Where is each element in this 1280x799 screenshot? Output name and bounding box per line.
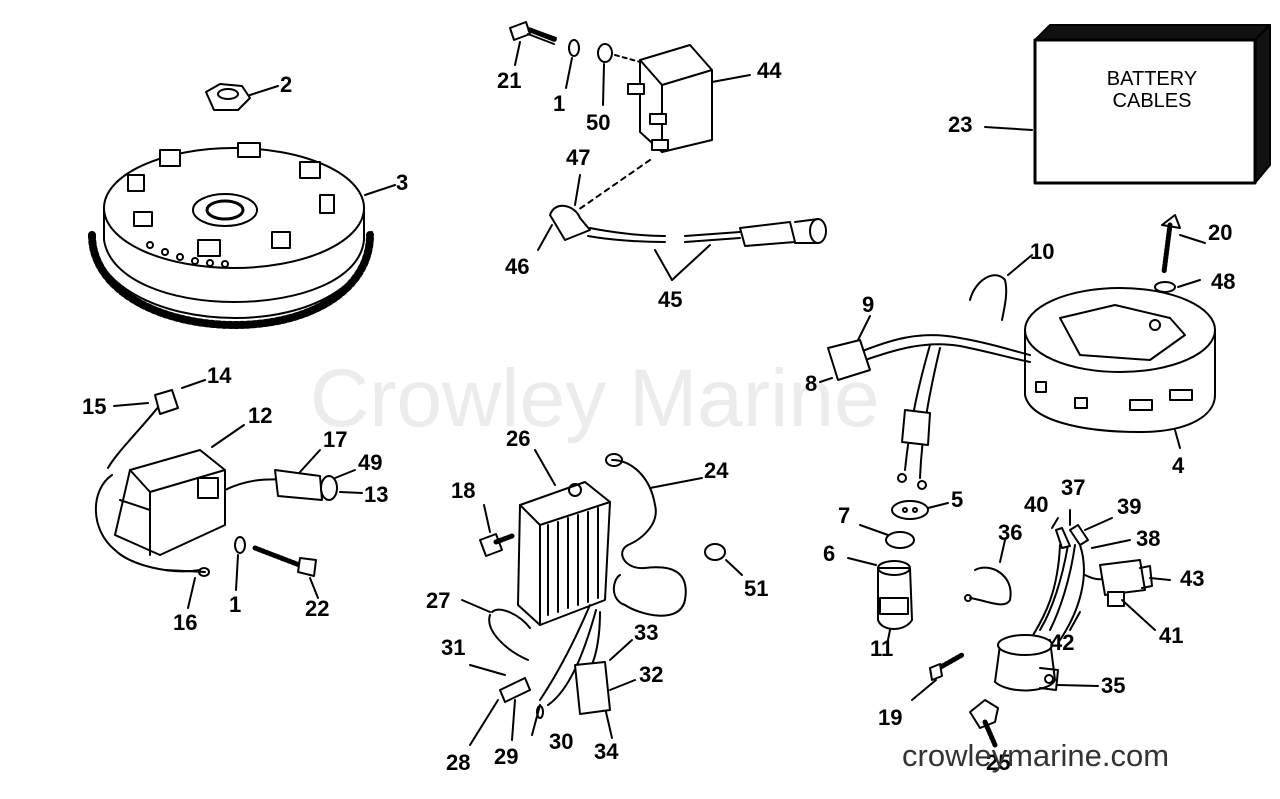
callout-35: 35 <box>1101 673 1126 698</box>
callout-44: 44 <box>757 58 782 83</box>
callout-29: 29 <box>494 744 519 769</box>
callout-36: 36 <box>998 520 1023 545</box>
callout-17: 17 <box>323 427 348 452</box>
screw-22-part <box>252 545 319 599</box>
callout-23: 23 <box>948 112 973 137</box>
watermark-text: Crowley Marine <box>310 353 880 444</box>
callout-22: 22 <box>305 596 330 621</box>
callout-46: 46 <box>505 254 530 279</box>
callout-16: 16 <box>173 610 198 635</box>
callout-2: 2 <box>280 72 293 97</box>
callout-12: 12 <box>248 403 273 428</box>
callout-31: 31 <box>441 635 466 660</box>
lock-washer-1-part <box>565 39 580 89</box>
ignition-coil-part <box>627 44 751 153</box>
callout-21: 21 <box>497 68 522 93</box>
callout-48: 48 <box>1211 269 1236 294</box>
screw-21-part <box>509 21 559 66</box>
o-ring-7-part <box>859 524 915 549</box>
callout-11: 11 <box>870 636 894 661</box>
battery-label-line2: CABLES <box>1112 90 1192 112</box>
site-watermark: crowleymarine.com <box>902 738 1170 773</box>
callout-39: 39 <box>1117 494 1142 519</box>
callout-4: 4 <box>1172 453 1185 478</box>
callout-20: 20 <box>1208 220 1233 245</box>
clip-10-part <box>969 254 1033 321</box>
battery-label-line1: BATTERY <box>1106 68 1198 90</box>
callout-7: 7 <box>838 503 851 528</box>
washer-50-part <box>597 43 641 106</box>
callout-43: 43 <box>1180 566 1205 591</box>
flywheel-part <box>88 142 396 329</box>
callout-25: 25 <box>986 750 1011 775</box>
strap-27-part <box>461 599 531 661</box>
screw-25-part <box>969 699 999 748</box>
rectifier-part <box>469 449 636 746</box>
callout-6: 6 <box>823 541 836 566</box>
stator-part <box>1024 287 1216 449</box>
strap-36-part <box>964 539 1012 606</box>
ground-wire-24-part <box>605 453 703 617</box>
callout-19: 19 <box>878 705 903 730</box>
callout-5: 5 <box>951 487 964 512</box>
callout-15: 15 <box>82 394 107 419</box>
callout-51: 51 <box>744 576 769 601</box>
solenoid-harness-part <box>1029 509 1171 641</box>
callout-47: 47 <box>566 145 591 170</box>
screw-19-part <box>911 652 965 701</box>
callout-41: 41 <box>1159 623 1184 648</box>
callout-30: 30 <box>549 729 574 754</box>
callout-27: 27 <box>426 588 451 613</box>
nut-part <box>205 83 279 111</box>
battery-cables-label: BATTERY CABLES <box>1082 68 1222 112</box>
callout-28: 28 <box>446 750 471 775</box>
callout-24: 24 <box>704 458 729 483</box>
callout-40: 40 <box>1024 492 1049 517</box>
callout-26: 26 <box>506 426 531 451</box>
connector-6-part <box>847 557 913 641</box>
callout-33: 33 <box>634 620 659 645</box>
callout-34: 34 <box>594 739 619 764</box>
callout-8: 8 <box>805 371 818 396</box>
power-pack-part <box>94 379 363 609</box>
washer-48-part <box>1154 279 1201 293</box>
callout-3: 3 <box>396 170 409 195</box>
screw-18-part <box>479 504 515 557</box>
callout-9: 9 <box>862 292 875 317</box>
callout-13: 13 <box>364 482 389 507</box>
callout-50: 50 <box>586 110 611 135</box>
callout-10: 10 <box>1030 239 1055 264</box>
callout-37: 37 <box>1061 475 1086 500</box>
battery-cables-box <box>984 24 1271 185</box>
solenoid-35-part <box>994 634 1099 692</box>
callout-14: 14 <box>207 363 232 388</box>
stator-harness-part <box>819 315 1031 490</box>
spark-plug-lead-part <box>537 159 827 281</box>
screw-20-part <box>1161 214 1206 275</box>
callout-18: 18 <box>451 478 476 503</box>
lock-washer-1b-part <box>234 536 246 591</box>
callout-42: 42 <box>1050 630 1075 655</box>
callout-1a: 1 <box>553 91 566 116</box>
callout-38: 38 <box>1136 526 1161 551</box>
callout-32: 32 <box>639 662 664 687</box>
bushing-51-part <box>704 543 743 576</box>
grommet-5-part <box>891 500 949 520</box>
callout-49: 49 <box>358 450 383 475</box>
callout-1b: 1 <box>229 592 242 617</box>
callout-45: 45 <box>658 287 683 312</box>
